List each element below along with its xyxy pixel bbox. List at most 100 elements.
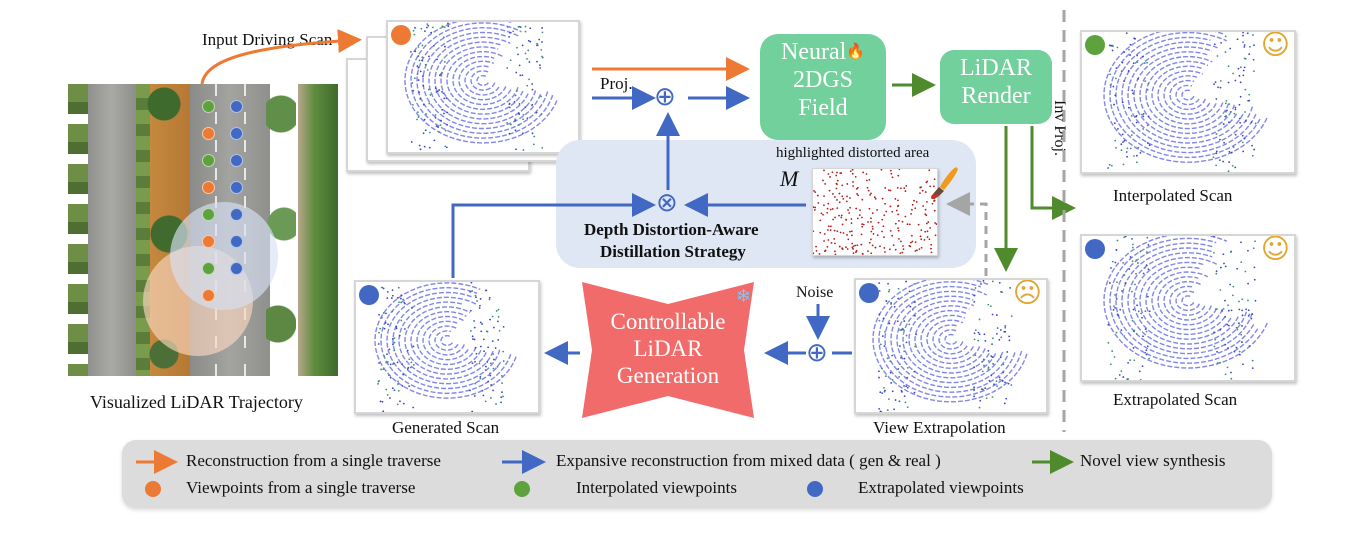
- lidar-point: [527, 39, 530, 42]
- distortion-point: [870, 238, 872, 241]
- lidar-point: [392, 343, 394, 346]
- lidar-point: [897, 297, 900, 300]
- lidar-point: [1132, 347, 1135, 349]
- lidar-point: [540, 95, 542, 98]
- distortion-point: [813, 189, 815, 192]
- neural-field-line3: Field: [798, 95, 848, 121]
- lidar-point-cloud: [1103, 32, 1268, 172]
- distortion-point: [871, 225, 874, 228]
- interpolated-scan-caption: Interpolated Scan: [1113, 186, 1233, 205]
- lidar-point: [398, 334, 401, 337]
- lidar-point: [1242, 41, 1244, 44]
- lidar-point: [1230, 309, 1233, 312]
- lidar-point: [982, 280, 985, 282]
- lidar-point: [1230, 377, 1233, 380]
- lidar-point: [1146, 61, 1149, 64]
- lidar-point: [1222, 337, 1225, 340]
- distortion-point: [852, 245, 855, 248]
- lidar-point: [513, 100, 516, 103]
- lidar-point: [502, 350, 505, 353]
- lidar-point: [472, 338, 474, 340]
- lidar-point: [1227, 347, 1229, 349]
- input-scan-front: [386, 20, 580, 154]
- lidar-point: [905, 280, 907, 283]
- lidar-point: [1145, 353, 1148, 356]
- distortion-point: [831, 208, 834, 210]
- lidar-point: [437, 126, 439, 128]
- distortion-point: [861, 225, 864, 228]
- distortion-point: [826, 211, 829, 214]
- distortion-point: [871, 212, 874, 215]
- lidar-point: [444, 45, 446, 48]
- lidar-point: [541, 146, 544, 149]
- lidar-point: [1243, 46, 1246, 48]
- lidar-point: [1131, 319, 1134, 322]
- lidar-point: [1134, 297, 1137, 300]
- lidar-ring: [878, 281, 1023, 398]
- lidar-ring: [914, 309, 986, 369]
- lidar-point: [1221, 309, 1224, 312]
- lidar-point: [425, 113, 428, 115]
- distortion-point: [849, 230, 851, 233]
- viewpoint-blue-icon: [859, 283, 879, 303]
- distortion-point: [824, 183, 827, 185]
- distortion-point: [872, 233, 875, 235]
- lidar-point: [1148, 310, 1151, 313]
- lidar-ring: [902, 300, 997, 379]
- lidar-point: [1241, 341, 1243, 343]
- lidar-point: [1238, 308, 1241, 311]
- lidar-point: [382, 287, 385, 290]
- distortion-point: [921, 189, 924, 192]
- distortion-point: [883, 214, 886, 217]
- lidar-point: [1121, 133, 1124, 136]
- distortion-point: [835, 174, 838, 177]
- lidar-point: [973, 332, 976, 335]
- lidar-point: [878, 282, 881, 284]
- lidar-point: [378, 313, 380, 316]
- lidar-point: [378, 379, 381, 382]
- lidar-point: [898, 375, 901, 378]
- lidar-point: [1146, 88, 1149, 91]
- lidar-ring: [1181, 295, 1195, 307]
- distortion-point: [911, 208, 913, 211]
- lidar-point: [1251, 154, 1254, 157]
- lidar-point: [983, 364, 985, 367]
- lidar-point: [512, 30, 515, 33]
- distortion-point: [827, 202, 830, 205]
- lidar-point: [1148, 144, 1151, 147]
- distortion-point: [884, 202, 887, 205]
- legend-item-viewpoints-single: Viewpoints from a single traverse: [186, 478, 416, 497]
- distortion-point: [854, 175, 857, 178]
- distortion-point: [924, 213, 927, 216]
- lidar-point: [478, 307, 481, 309]
- lidar-point: [1131, 89, 1134, 92]
- lidar-point: [489, 318, 491, 321]
- distortion-point: [846, 195, 848, 198]
- distortion-point: [856, 193, 858, 195]
- lidar-point: [492, 353, 495, 355]
- lidar-ring: [920, 314, 981, 365]
- lidar-point: [891, 390, 894, 393]
- lidar-point: [410, 361, 413, 364]
- lidar-point: [1135, 115, 1137, 118]
- distortion-point: [923, 239, 926, 241]
- distortion-point: [883, 236, 885, 239]
- distortion-point: [846, 183, 849, 185]
- distortion-point: [840, 214, 843, 217]
- lidar-point: [1142, 112, 1145, 115]
- lidar-point: [888, 398, 890, 401]
- distortion-point: [827, 239, 830, 241]
- lidar-point: [502, 326, 505, 328]
- lidar-point: [1123, 51, 1126, 54]
- distortion-point: [854, 244, 857, 247]
- lidar-point: [1248, 345, 1251, 348]
- lidar-point: [991, 396, 994, 398]
- coverage-circle-blue: [170, 202, 278, 310]
- lidar-point: [985, 397, 988, 400]
- generated-scan-caption: Generated Scan: [392, 418, 500, 437]
- lidar-point: [1132, 243, 1134, 246]
- lidar-point: [878, 407, 881, 410]
- lidar-point: [446, 111, 449, 114]
- lidar-point: [426, 26, 428, 29]
- lidar-point: [906, 366, 909, 369]
